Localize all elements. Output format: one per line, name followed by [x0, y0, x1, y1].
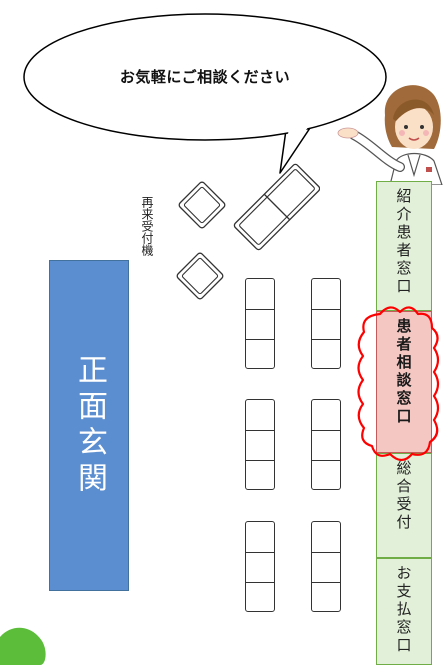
counter-payment: お支払窓口: [376, 558, 432, 665]
bench: [245, 521, 275, 612]
bench: [311, 521, 341, 612]
counter-label: お支払窓口: [394, 565, 413, 655]
counter-label: 患者相談窓口: [394, 318, 413, 426]
counter-consultation: 患者相談窓口: [376, 311, 432, 453]
counter-reception: 総合受付: [376, 453, 432, 558]
staff-figure: [337, 85, 443, 185]
bench: [245, 278, 275, 369]
highlight-cloud: [357, 306, 440, 462]
kiosk-label: 再来受付機: [140, 196, 154, 256]
bench: [311, 278, 341, 369]
bench: [311, 399, 341, 490]
decorative-blob: [0, 627, 46, 665]
kiosk-machines: [176, 163, 320, 300]
bench: [245, 399, 275, 490]
counter-label: 紹介患者窓口: [394, 188, 413, 296]
main-entrance: 正面玄関: [49, 260, 129, 591]
bubble-text: お気軽にご相談ください: [119, 68, 291, 86]
counter-referral: 紹介患者窓口: [376, 181, 432, 311]
counter-label: 総合受付: [394, 460, 413, 532]
entrance-label: 正面玄関: [72, 353, 107, 498]
